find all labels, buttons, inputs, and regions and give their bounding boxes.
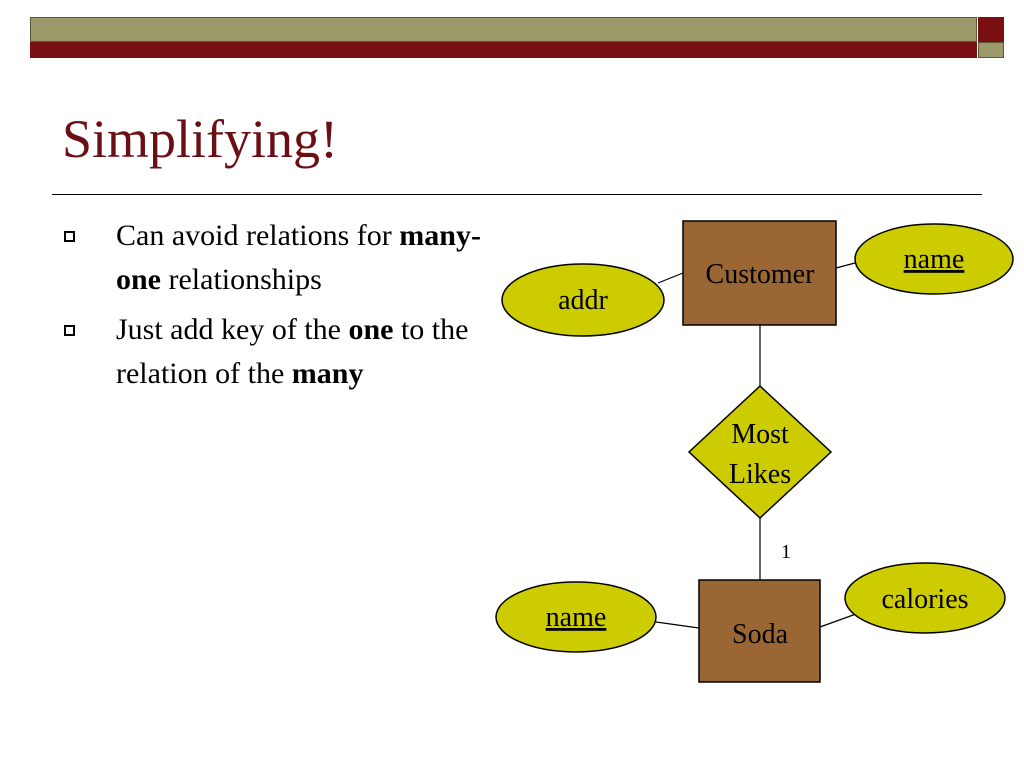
bullet-text-2d: many: [291, 357, 364, 390]
square-bullet-icon: [64, 231, 75, 242]
attr-addr-label: addr: [558, 285, 608, 316]
header-corner-olive: [978, 42, 1004, 58]
connector-addr-customer: [657, 272, 684, 284]
bullet-text-1a: Can avoid relations for: [116, 219, 400, 252]
relationship-label-line2: Likes: [729, 459, 791, 490]
bullet-text-2b: one: [348, 313, 394, 346]
connector-customer-name: [835, 262, 856, 269]
connector-soda-calories: [819, 613, 857, 628]
bullet-text-2c: to the relation of the: [116, 313, 469, 390]
bullet-text-1c: relationships: [161, 263, 322, 296]
bullet-text-2a: Just add key of the: [116, 313, 349, 346]
attr-addr-oval: [501, 263, 665, 337]
connector-name-soda: [655, 621, 700, 629]
attr-customer-name-oval: [854, 223, 1014, 295]
bullet-item-add-key: Just add key of the one to the relation …: [64, 308, 504, 396]
attr-calories-label: calories: [881, 584, 968, 615]
attr-customer-name-label: name: [904, 244, 965, 275]
bullet-item-relations: Can avoid relations for many-one relatio…: [64, 214, 504, 302]
title-divider: [52, 194, 982, 195]
header-band-red: [30, 42, 977, 58]
cardinality-label: 1: [781, 541, 791, 563]
bullet-list: Can avoid relations for many-one relatio…: [64, 214, 504, 402]
entity-customer-box: [682, 220, 837, 326]
header-corner-red: [978, 17, 1004, 42]
header-band-olive: [30, 17, 977, 42]
square-bullet-icon: [64, 325, 75, 336]
attr-soda-name-oval: [495, 581, 657, 653]
attr-soda-name-label: name: [546, 602, 607, 633]
relationship-mostlikes-diamond: [687, 384, 833, 520]
bullet-text-1b: many-one: [116, 219, 481, 296]
relationship-label-line1: Most: [731, 419, 789, 450]
entity-customer-label: Customer: [706, 259, 816, 290]
entity-soda-label: Soda: [732, 619, 789, 650]
attr-calories-oval: [844, 562, 1006, 634]
entity-soda-box: [698, 579, 821, 683]
slide-title: Simplifying!: [62, 109, 339, 169]
